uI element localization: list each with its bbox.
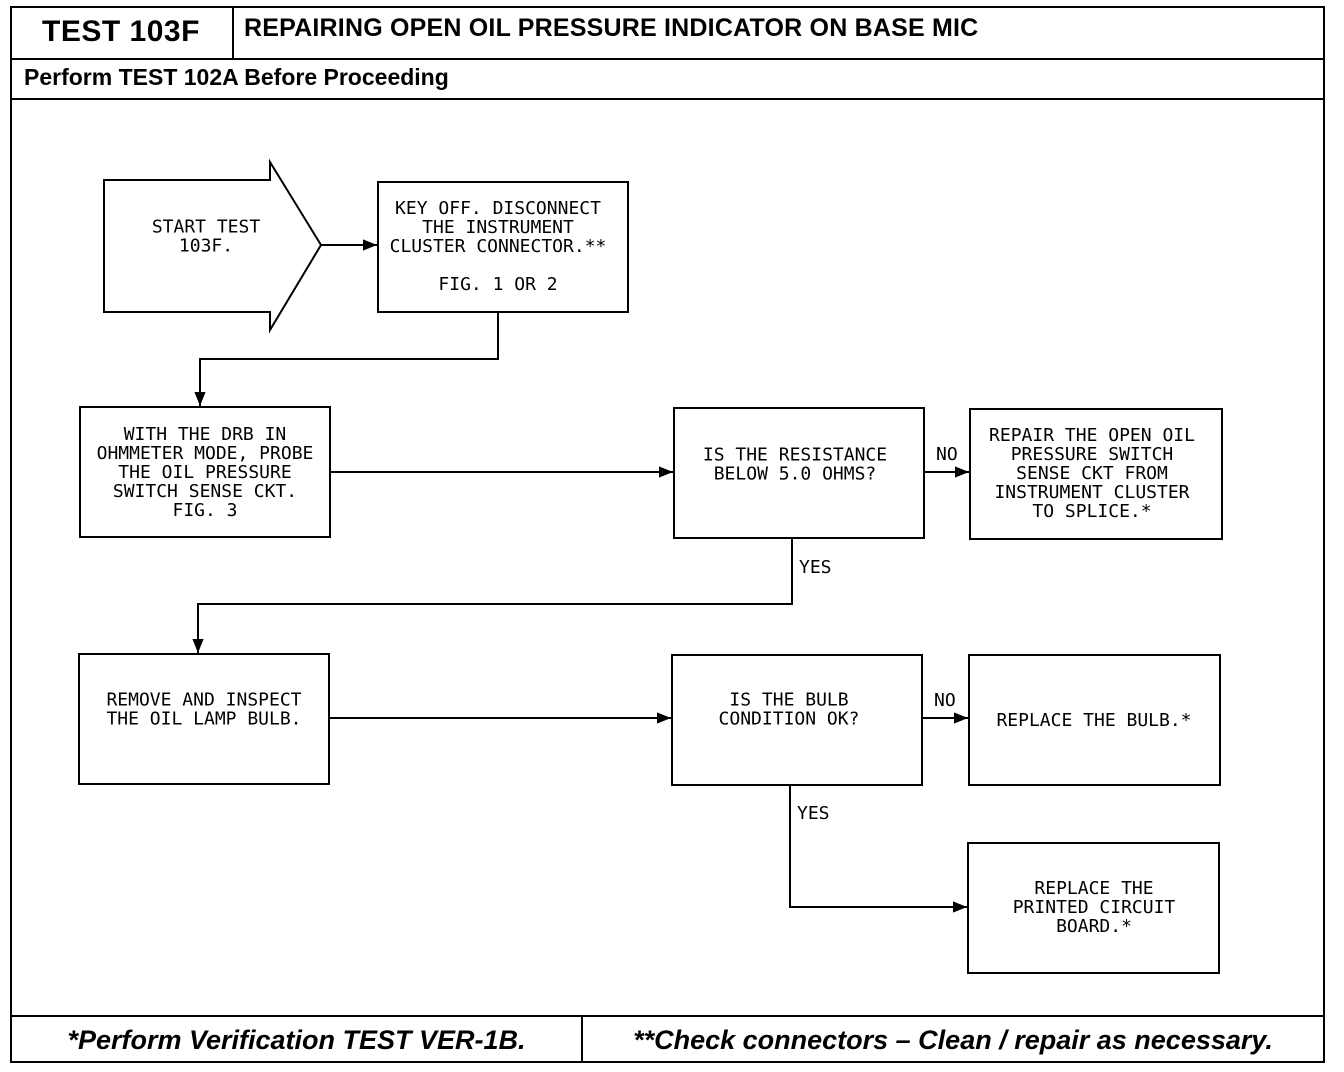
box-text-line: BELOW 5.0 OHMS? [714, 464, 877, 485]
step-inspect-box [78, 653, 330, 785]
box-text-line: START TEST [152, 217, 261, 238]
box-text-line: INSTRUMENT CLUSTER [994, 482, 1189, 503]
box-text-line: CONDITION OK? [719, 709, 860, 730]
label-yes-bulb: YES [797, 803, 830, 824]
box-text-line: 103F. [179, 236, 233, 257]
label-no-resistance: NO [936, 444, 958, 465]
footer-note-connectors: **Check connectors – Clean / repair as n… [633, 1024, 1273, 1055]
page-frame [10, 6, 1325, 1063]
header-divider [10, 58, 1325, 60]
action-replace-bulb-text: REPLACE THE BULB.* [996, 710, 1191, 731]
step-probe-box [79, 406, 331, 538]
footer-column-divider [581, 1015, 583, 1063]
action-repair-box [969, 408, 1223, 540]
box-text-line: OHMMETER MODE, PROBE [97, 443, 314, 464]
box-text-line: REMOVE AND INSPECT [106, 690, 301, 711]
box-text-line: CLUSTER CONNECTOR.** [390, 236, 607, 257]
box-text-line: FIG. 3 [172, 500, 237, 521]
decision-bulb-box [671, 654, 923, 786]
footer-divider [10, 1015, 1325, 1017]
test-title: REPAIRING OPEN OIL PRESSURE INDICATOR ON… [244, 14, 979, 42]
box-text-line: IS THE RESISTANCE [703, 445, 887, 466]
box-text-line: REPLACE THE [1034, 878, 1153, 899]
box-text-line: WITH THE DRB IN [124, 424, 287, 445]
box-text-line: SWITCH SENSE CKT. [113, 481, 297, 502]
box-text-line: THE OIL LAMP BULB. [106, 709, 301, 730]
box-text-line: THE OIL PRESSURE [118, 462, 291, 483]
label-yes-resistance: YES [799, 557, 832, 578]
box-text-line: SENSE CKT FROM [1016, 463, 1168, 484]
action-replace-bulb-box [968, 654, 1221, 786]
connector-bulb-yes [789, 785, 967, 913]
box-text-line: REPAIR THE OPEN OIL [989, 425, 1195, 446]
box-text-line: TO SPLICE.* [1032, 501, 1151, 522]
step-disconnect-box [377, 181, 629, 313]
connector-resistance-yes [192, 538, 793, 653]
box-text-line: IS THE BULB [729, 690, 848, 711]
box-text-line: KEY OFF. DISCONNECT [395, 198, 601, 219]
start-arrow-shape [103, 158, 323, 334]
label-no-bulb: NO [934, 690, 956, 711]
action-replace-board-box [967, 842, 1220, 974]
subheader-divider [10, 98, 1325, 100]
prerequisite-note: Perform TEST 102A Before Proceeding [24, 64, 449, 90]
box-text-line: REPLACE THE BULB.* [996, 710, 1191, 731]
box-text-line: PRINTED CIRCUIT [1013, 897, 1176, 918]
box-text-line: BOARD.* [1056, 916, 1132, 937]
box-text-line: FIG. 1 OR 2 [438, 274, 557, 295]
box-text-line: PRESSURE SWITCH [1011, 444, 1174, 465]
connector-disconnect-to-probe [194, 312, 499, 406]
box-text-line: THE INSTRUMENT [422, 217, 574, 238]
footer-note-verification: *Perform Verification TEST VER-1B. [67, 1024, 526, 1055]
